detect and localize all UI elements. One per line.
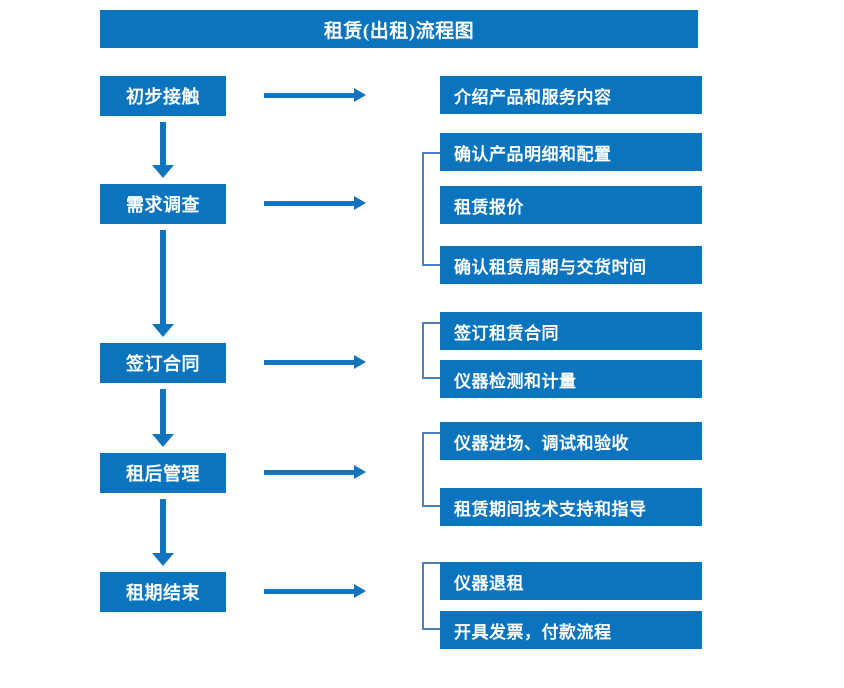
detail-box-10[interactable]: 开具发票，付款流程 [440,611,702,649]
vertical-arrow-1 [152,122,174,178]
detail-box-6[interactable]: 仪器检测和计量 [440,360,702,398]
stage-box-2[interactable]: 需求调查 [100,184,226,224]
stage-box-1[interactable]: 初步接触 [100,76,226,116]
bracket-group-5 [422,562,440,630]
vertical-arrow-4 [152,499,174,566]
detail-box-3[interactable]: 租赁报价 [440,186,702,224]
detail-box-5[interactable]: 签订租赁合同 [440,312,702,350]
diagram-title: 租赁(出租)流程图 [100,10,698,48]
stage-box-5[interactable]: 租期结束 [100,572,226,612]
detail-box-8[interactable]: 租赁期间技术支持和指导 [440,488,702,526]
horizontal-arrow-2 [264,194,366,214]
detail-box-4[interactable]: 确认租赁周期与交货时间 [440,246,702,284]
bracket-group-3 [422,322,440,379]
horizontal-arrow-5 [264,582,366,602]
stage-box-4[interactable]: 租后管理 [100,453,226,493]
horizontal-arrow-3 [264,353,366,373]
detail-box-9[interactable]: 仪器退租 [440,562,702,600]
horizontal-arrow-4 [264,463,366,483]
detail-box-1[interactable]: 介绍产品和服务内容 [440,76,702,114]
detail-box-7[interactable]: 仪器进场、调试和验收 [440,422,702,460]
horizontal-arrow-1 [264,86,366,106]
bracket-group-2 [422,152,440,266]
vertical-arrow-2 [152,230,174,337]
bracket-group-4 [422,432,440,507]
detail-box-2[interactable]: 确认产品明细和配置 [440,133,702,171]
vertical-arrow-3 [152,389,174,447]
stage-box-3[interactable]: 签订合同 [100,343,226,383]
